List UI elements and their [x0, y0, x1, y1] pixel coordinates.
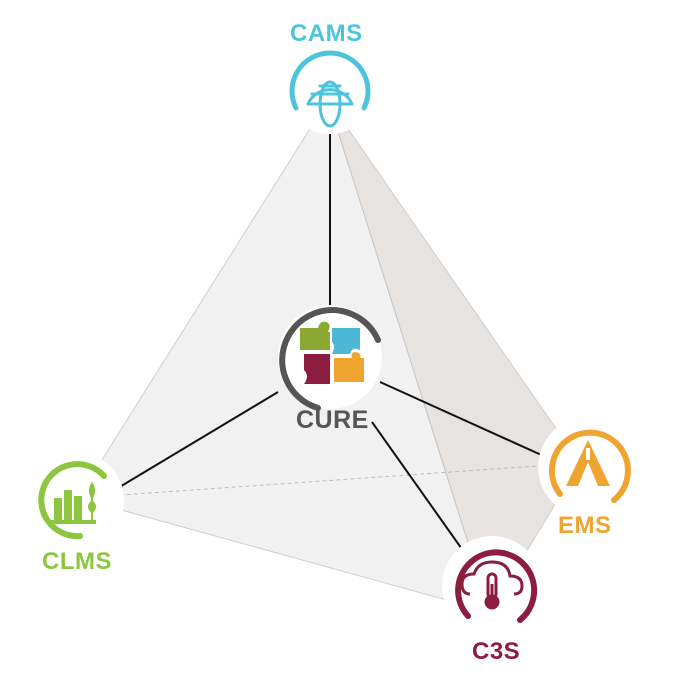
ems-node[interactable]	[538, 417, 638, 517]
clms-ring	[38, 461, 107, 540]
pyramid-edge-front	[327, 99, 491, 613]
c3s-label: C3S	[472, 638, 521, 665]
puzzle-icon	[300, 321, 364, 384]
cams-node[interactable]	[284, 42, 376, 134]
clms-node[interactable]	[28, 452, 124, 548]
cure-label: CURE	[296, 406, 369, 434]
connector-cure-ems	[379, 381, 549, 459]
connector-cure-clms	[117, 391, 279, 489]
connector-cure-c3s	[371, 421, 465, 553]
land-wheat-icon	[50, 482, 96, 524]
cure-ring	[279, 307, 381, 411]
cure-node[interactable]	[278, 305, 382, 411]
clms-label: CLMS	[42, 548, 112, 575]
cams-label: CAMS	[290, 20, 363, 47]
ems-ring	[548, 429, 631, 503]
ems-label: EMS	[558, 512, 612, 539]
c3s-node[interactable]	[442, 536, 542, 636]
c3s-ring	[455, 549, 538, 623]
cloud-thermometer-icon	[460, 560, 524, 610]
globe-icon	[289, 50, 371, 128]
warning-icon	[566, 440, 610, 486]
